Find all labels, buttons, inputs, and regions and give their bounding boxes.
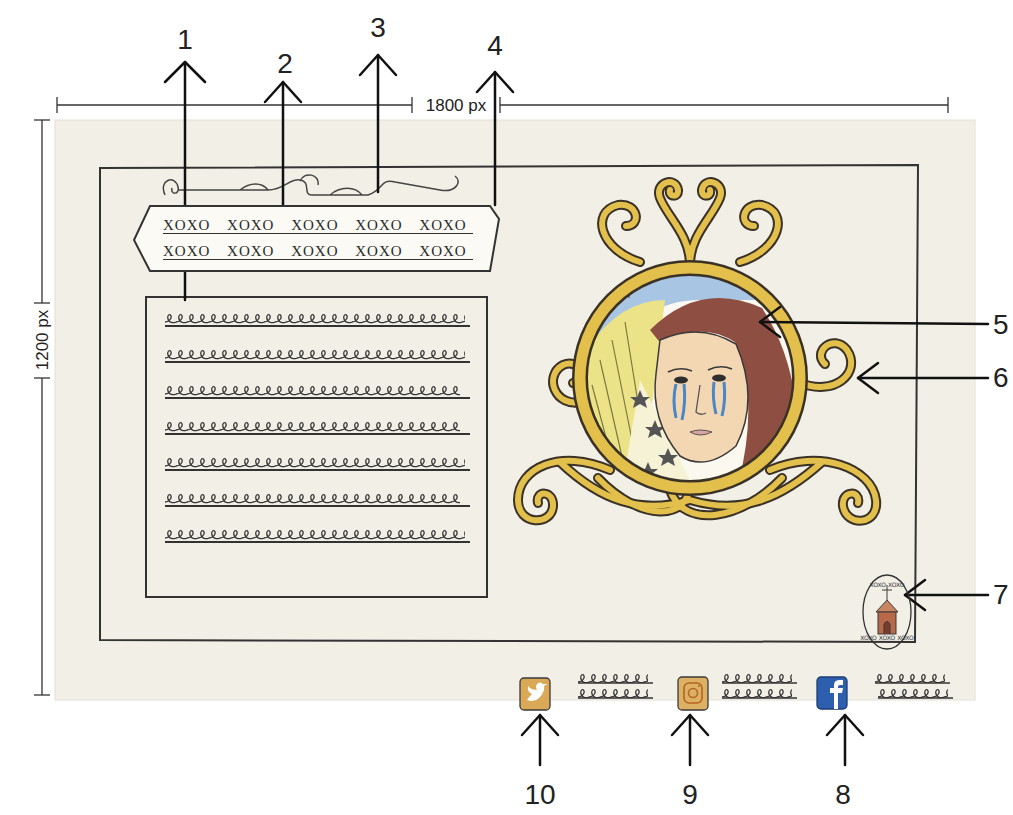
callout-number: 6 (993, 364, 1009, 392)
callout-number: 7 (993, 581, 1009, 609)
logo-stamp: XOXO XOXO XOXO XOXO XOXO (862, 574, 912, 650)
banner-outline (133, 205, 500, 272)
header-placeholder-text: XOXO XOXO XOXO XOXO XOXO (163, 217, 473, 234)
dimension-label: 1200 px (34, 310, 51, 371)
dimension-label: 1800 px (426, 97, 487, 114)
header-placeholder-text: XOXO XOXO XOXO XOXO XOXO (163, 243, 473, 260)
callout-number: 8 (835, 781, 851, 809)
banner-outline-path (134, 206, 499, 271)
stamp-placeholder-text: XOXO XOXO XOXO (860, 634, 913, 641)
header-banner: XOXO XOXO XOXO XOXO XOXO XOXO XOXO XOXO X… (133, 205, 500, 272)
callout-number: 1 (177, 26, 193, 54)
callout-number: 3 (370, 14, 386, 42)
callout-number: 5 (993, 311, 1009, 339)
callout-number: 9 (682, 781, 698, 809)
callout-number: 10 (524, 781, 555, 809)
callout-number: 4 (487, 32, 503, 60)
callout-number: 2 (277, 50, 293, 78)
stamp-placeholder-text: XOXO XOXO (870, 581, 905, 588)
